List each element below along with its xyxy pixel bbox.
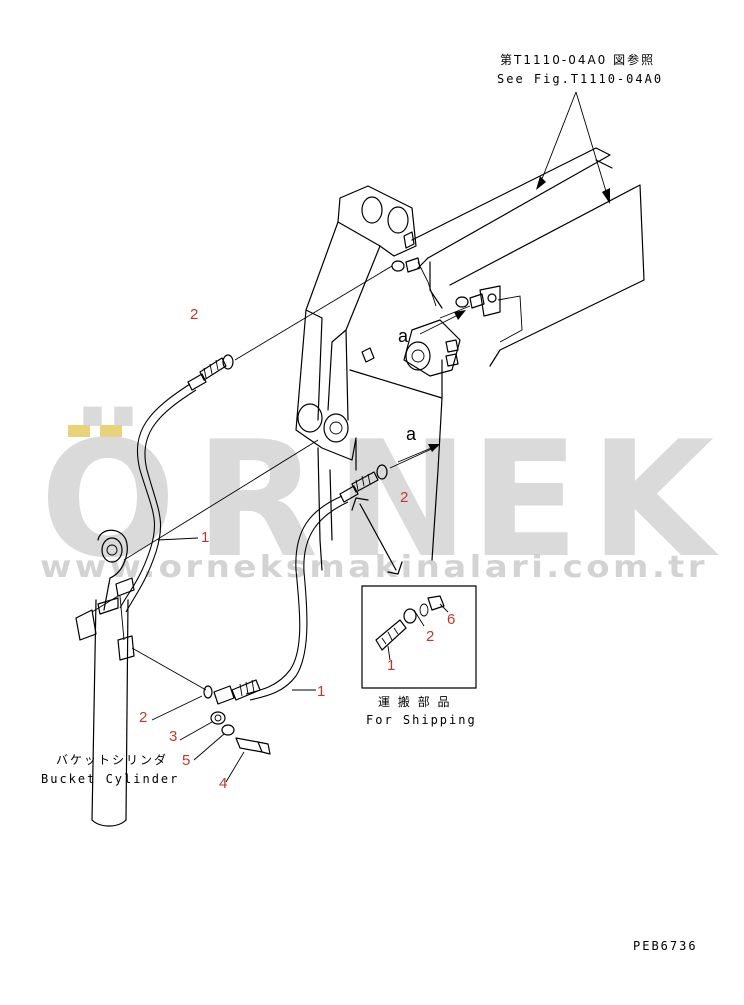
watermark-dot-icon: [100, 425, 122, 437]
hose-left: [119, 354, 234, 613]
bucket-cylinder-label-en: Bucket Cylinder: [41, 772, 179, 786]
callout-number: 3: [169, 728, 177, 745]
leader-lines: [123, 265, 439, 691]
boom-fittings: [391, 257, 485, 319]
inset-frame: [361, 585, 477, 689]
callout-number: 1: [201, 529, 209, 546]
inset-title-en: For Shipping: [366, 713, 477, 727]
double-arrow-icon: [351, 497, 403, 575]
watermark-letter: K: [590, 406, 719, 593]
watermark-letter: E: [470, 406, 579, 593]
ref-label-jp: 第T1110-04A0 図参照: [500, 52, 655, 67]
callout-number: 5: [182, 752, 190, 769]
boom: [411, 147, 645, 367]
view-label-a: a: [398, 326, 409, 346]
shipping-inset: [361, 585, 477, 689]
callouts: 2 2 1 1 2 3 5 4 2 6 1: [139, 306, 455, 792]
watermark-dot-icon: [68, 425, 90, 437]
callout-number: 2: [400, 489, 408, 506]
callout-number: 4: [219, 775, 227, 792]
loose-parts: [210, 711, 271, 755]
hose-right: [203, 464, 388, 705]
bucket-cylinder-label-jp: バケットシリンダ: [56, 752, 168, 767]
watermark-letter: R: [195, 406, 318, 593]
callout-leaders: [151, 537, 449, 783]
drawing-code: PEB6736: [633, 939, 698, 953]
callout-number: 2: [426, 628, 434, 645]
bucket-cylinder: [75, 529, 135, 827]
callout-number: 6: [447, 611, 455, 628]
ref-label-en: See Fig.T1110-04A0: [497, 72, 663, 86]
callout-number: 2: [190, 306, 198, 323]
watermark: Ö R N E K www.orneksmakinalari.com.tr: [40, 405, 719, 593]
callout-number: 1: [387, 657, 395, 674]
callout-number: 1: [317, 683, 325, 700]
view-label-a: a: [406, 424, 417, 444]
arm: [295, 185, 461, 571]
watermark-url: www.orneksmakinalari.com.tr: [40, 550, 708, 585]
callout-number: 2: [139, 709, 147, 726]
inset-title-jp: 運 搬 部 品: [378, 694, 451, 709]
reference-arrows: [397, 91, 610, 463]
